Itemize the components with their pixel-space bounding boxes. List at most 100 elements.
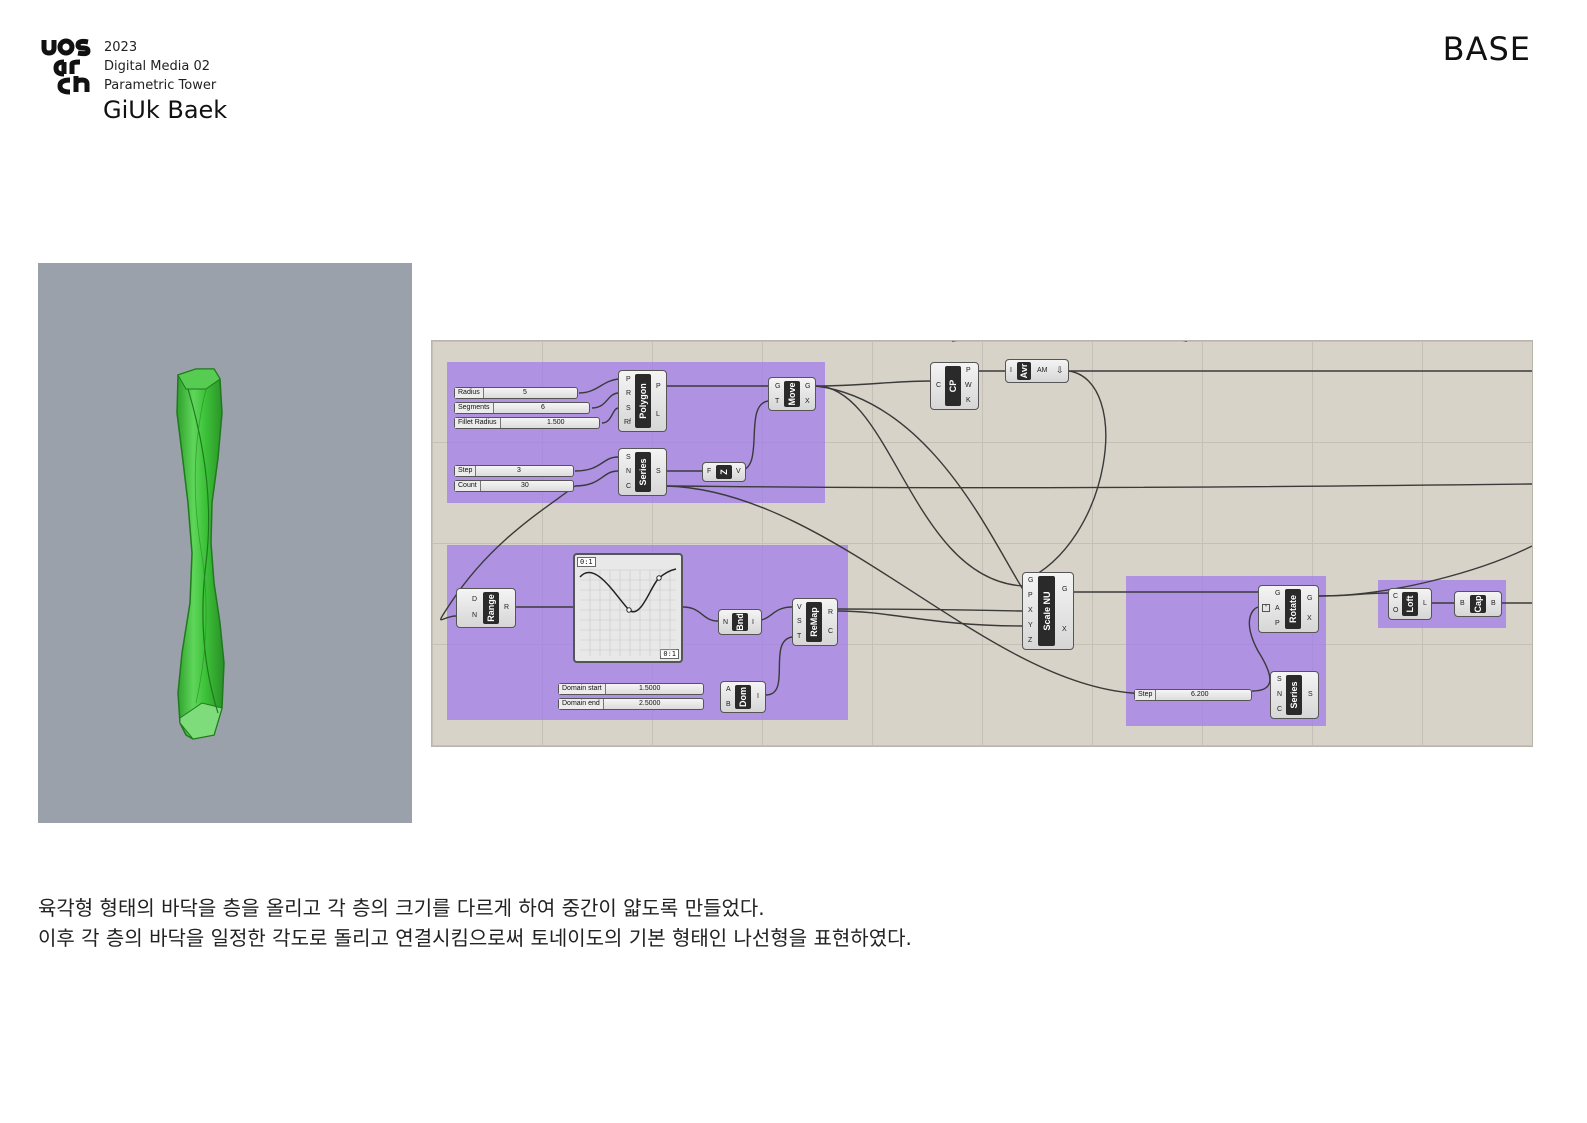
component-name: Bnd: [732, 613, 748, 631]
slider-step[interactable]: Step 3: [454, 465, 574, 477]
graph-mapper[interactable]: 0:1 0:1: [573, 553, 683, 663]
component-series[interactable]: S N C Series S: [618, 448, 667, 496]
pin-label: R: [626, 390, 632, 397]
slider-step-angle[interactable]: Step 6.200: [1134, 689, 1252, 701]
pin-label: X: [1307, 615, 1312, 622]
pin-label: V: [797, 604, 802, 611]
slider-value: 6.200: [1191, 691, 1209, 698]
pin-label: K: [966, 397, 971, 404]
slider-radius[interactable]: Radius 5: [454, 387, 578, 399]
slider-value: 1.5000: [639, 685, 661, 692]
component-loft[interactable]: C O Loft L: [1388, 588, 1432, 620]
grasshopper-canvas[interactable]: Radius 5 Segments 6 Fillet Radius 1.500 …: [431, 340, 1533, 747]
slider-label: Count: [455, 481, 481, 491]
pin-label: R: [504, 604, 510, 611]
slider-domain-end[interactable]: Domain end 2.5000: [558, 698, 704, 710]
uos-arch-logo: [41, 38, 91, 95]
pin-label: W: [965, 382, 972, 389]
component-name: CP: [945, 366, 961, 406]
pin-label: G: [1028, 577, 1034, 584]
pin-label: C: [1393, 593, 1399, 600]
pin-label: P: [1028, 592, 1033, 599]
pin-label: Rf: [624, 419, 631, 426]
component-polygon[interactable]: P R S Rf Polygon P L: [618, 370, 667, 432]
author-name: GiUk Baek: [103, 96, 228, 124]
twisted-tower-model: [176, 368, 225, 740]
component-name: Avr: [1017, 362, 1031, 380]
pin-label: T: [775, 398, 780, 405]
pin-label: S: [656, 468, 661, 475]
graph-curve: [579, 568, 677, 656]
component-remap[interactable]: V S T ReMap R C: [792, 598, 838, 646]
slider-label: Step: [455, 466, 477, 476]
project-label: Parametric Tower: [104, 78, 217, 93]
pin-label: X: [1062, 626, 1067, 633]
pin-label: S: [626, 454, 631, 461]
description: 육각형 형태의 바닥을 층을 올리고 각 층의 크기를 다르게 하여 중간이 얇…: [38, 893, 912, 953]
download-arrow-icon[interactable]: ⇩: [1056, 365, 1064, 375]
component-cap[interactable]: B Cap B: [1454, 591, 1502, 617]
pin-label: N: [626, 468, 632, 475]
pin-label: A: [726, 686, 731, 693]
component-name: Z: [716, 465, 732, 479]
pin-label: G: [1275, 590, 1281, 597]
pin-label: C: [936, 382, 942, 389]
slider-label: Domain end: [559, 699, 604, 709]
component-series-angle[interactable]: S N C Series S: [1270, 671, 1319, 719]
pin-label: C: [626, 483, 632, 490]
slider-value: 5: [523, 389, 527, 396]
pin-label: X: [805, 398, 810, 405]
pin-label: S: [626, 405, 631, 412]
component-name: Polygon: [635, 374, 651, 428]
component-name: Series: [635, 452, 651, 492]
pin-label: O: [1393, 607, 1399, 614]
pin-label: T: [797, 633, 802, 640]
pin-label: B: [1491, 600, 1496, 607]
slider-label: Radius: [455, 388, 484, 398]
component-name: ReMap: [806, 602, 822, 642]
slider-fillet-radius[interactable]: Fillet Radius 1.500: [454, 417, 600, 429]
pin-label: I: [757, 693, 759, 700]
degrees-toggle-icon[interactable]: °: [1262, 604, 1270, 612]
component-name: Series: [1286, 675, 1302, 715]
component-name: Scale NU: [1038, 576, 1055, 646]
pin-label: X: [1028, 607, 1033, 614]
description-line: 이후 각 층의 바닥을 일정한 각도로 돌리고 연결시킴으로써 토네이도의 기본…: [38, 926, 912, 950]
component-average[interactable]: I Avr AM ⇩: [1005, 359, 1069, 383]
pin-label: B: [1460, 600, 1465, 607]
component-rotate[interactable]: G A P ° Rotate G X: [1258, 585, 1319, 633]
pin-label: F: [707, 468, 712, 475]
component-move[interactable]: G T Move G X: [768, 377, 816, 411]
pin-label: G: [1062, 586, 1068, 593]
slider-value: 1.500: [547, 419, 565, 426]
pin-label: P: [966, 367, 971, 374]
pin-label: L: [656, 411, 660, 418]
component-range[interactable]: D N Range R: [456, 588, 516, 628]
graph-domain-tag: 0:1: [577, 557, 596, 567]
slider-label: Step: [1135, 690, 1157, 700]
component-unit-z[interactable]: F Z V: [702, 462, 746, 482]
component-name: Dom: [735, 685, 751, 709]
slider-label: Segments: [455, 403, 494, 413]
component-name: Cap: [1470, 595, 1486, 613]
slider-label: Fillet Radius: [455, 418, 501, 428]
component-name: Move: [784, 381, 800, 407]
component-domain[interactable]: A B Dom I: [720, 681, 766, 713]
component-scale-nu[interactable]: G P X Y Z Scale NU G X: [1022, 572, 1074, 650]
slider-count[interactable]: Count 30: [454, 480, 574, 492]
slider-domain-start[interactable]: Domain start 1.5000: [558, 683, 704, 695]
rhino-viewport[interactable]: [38, 263, 412, 823]
slider-value: 3: [517, 467, 521, 474]
component-name: Loft: [1402, 592, 1418, 616]
pin-label: P: [1275, 620, 1280, 627]
pin-label: N: [472, 612, 478, 619]
slider-segments[interactable]: Segments 6: [454, 402, 590, 414]
component-curve-plane[interactable]: C CP P W K: [930, 362, 979, 410]
component-bounds[interactable]: N Bnd I: [718, 609, 762, 635]
slider-value: 2.5000: [639, 700, 661, 707]
pin-label: G: [775, 383, 781, 390]
course-label: Digital Media 02: [104, 59, 211, 74]
pin-label: B: [726, 701, 731, 708]
slider-value: 6: [541, 404, 545, 411]
pin-label: V: [736, 468, 741, 475]
